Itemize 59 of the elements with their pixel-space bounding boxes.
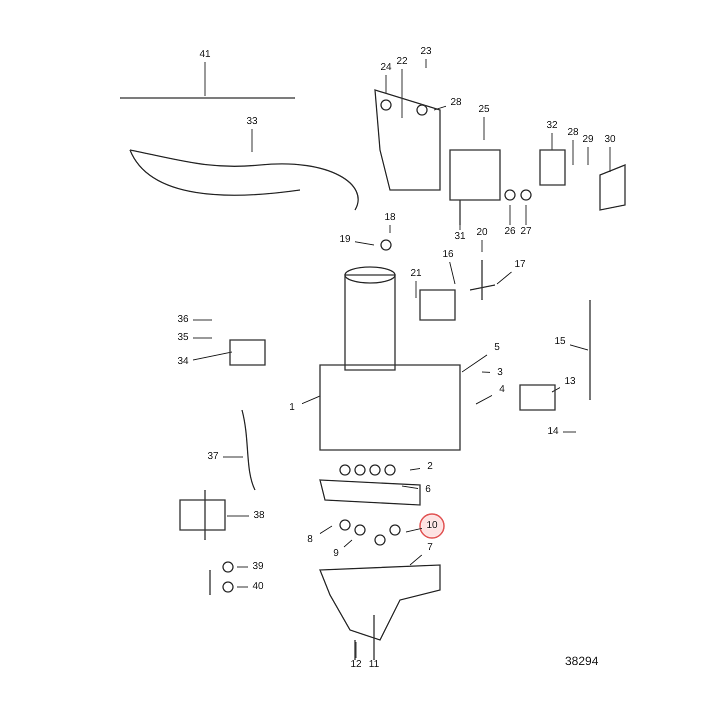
callout-number: 30 [600,133,620,147]
leader-line [482,372,490,373]
drawing-number: 38294 [565,654,598,668]
callout-number: 37 [203,450,223,464]
leader-line [449,262,456,284]
leader-line [402,486,418,489]
callout-number: 23 [416,45,436,59]
leader-line [496,272,512,284]
callout-number: 36 [173,313,193,327]
leader-line [552,387,560,392]
callout-number: 7 [420,541,440,555]
leader-line [434,106,446,110]
callout-number: 10 [422,519,442,533]
callout-number: 13 [560,375,580,389]
callout-number: 31 [450,230,470,244]
callout-number: 6 [418,483,438,497]
callout-number: 16 [438,248,458,262]
leader-line [320,526,332,534]
callout-number: 35 [173,331,193,345]
callout-number: 32 [542,119,562,133]
callout-number: 14 [543,425,563,439]
callout-number: 19 [335,233,355,247]
leader-line [572,140,574,166]
callout-number: 4 [492,383,512,397]
callout-number: 1 [282,401,302,415]
leader-line [462,354,488,372]
callout-number: 2 [420,460,440,474]
callout-number: 34 [173,355,193,369]
callout-number: 18 [380,211,400,225]
leader-line [410,554,422,566]
callout-number: 9 [326,547,346,561]
callout-number: 21 [406,267,426,281]
callout-number: 33 [242,115,262,129]
callout-number: 12 [346,658,366,672]
leader-line [236,586,248,588]
callout-number: 17 [510,258,530,272]
callout-number: 38 [249,509,269,523]
leader-line [344,540,352,548]
callout-number: 28 [446,96,466,110]
leader-line [204,62,206,96]
leader-line [222,456,244,458]
callout-number: 25 [474,103,494,117]
callout-number: 39 [248,560,268,574]
leader-line [406,528,422,532]
leader-line [236,566,248,568]
leader-line [570,344,588,350]
callout-number: 5 [487,341,507,355]
callout-number: 11 [364,658,384,672]
leader-line [354,241,374,246]
callout-number: 41 [195,48,215,62]
callout-number: 3 [490,366,510,380]
callout-number: 15 [550,335,570,349]
leader-line [410,468,420,470]
leader-line [476,394,492,404]
callout-number: 8 [300,533,320,547]
leader-line [302,396,320,404]
callout-number: 20 [472,226,492,240]
callout-number: 40 [248,580,268,594]
leader-line [192,352,232,360]
